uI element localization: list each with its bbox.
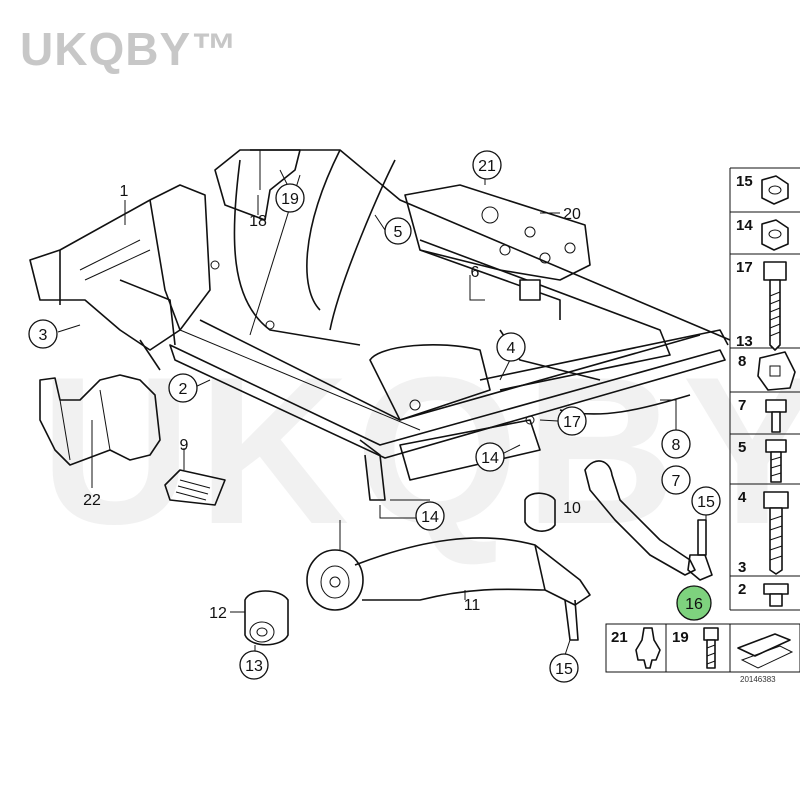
subframe-rails xyxy=(169,149,731,501)
pad-part xyxy=(164,469,226,506)
shield-plate xyxy=(404,184,591,301)
callout-7: 7 xyxy=(672,473,681,490)
callout-circles xyxy=(28,150,721,683)
sidebar-item-14: 14 xyxy=(736,217,753,234)
sidebar-item-15: 15 xyxy=(736,173,753,190)
callout-18: 18 xyxy=(249,213,267,230)
sidebar-item-8: 8 xyxy=(738,353,746,370)
top-bracket xyxy=(214,149,301,221)
callout-4: 4 xyxy=(507,340,516,357)
callout-12: 12 xyxy=(209,605,227,622)
sidebar-item-3: 3 xyxy=(738,559,746,576)
callout-16: 16 xyxy=(685,596,703,613)
callout-22: 22 xyxy=(83,492,101,509)
diagram-code: 20146383 xyxy=(740,675,776,684)
callout-11: 11 xyxy=(464,597,481,614)
callout-19: 19 xyxy=(281,191,299,208)
sidebar-item-13: 13 xyxy=(736,333,753,350)
callout-15b: 15 xyxy=(555,661,573,678)
bottom-box-label-19: 19 xyxy=(672,629,689,646)
callout-highlight-16 xyxy=(677,586,711,620)
upper-link xyxy=(584,460,713,581)
callout-21: 21 xyxy=(478,158,496,175)
bottom-hardware-box xyxy=(605,623,800,673)
bottom-box-label-21: 21 xyxy=(611,629,628,646)
sidebar-item-17: 17 xyxy=(736,259,753,276)
callout-6: 6 xyxy=(471,264,480,281)
callout-9: 9 xyxy=(180,437,189,454)
control-arm xyxy=(306,537,591,641)
sidebar-item-7: 7 xyxy=(738,397,746,414)
callout-15a: 15 xyxy=(697,494,715,511)
callout-14b: 14 xyxy=(421,509,439,526)
callout-13: 13 xyxy=(245,658,263,675)
hardware-sidebar xyxy=(729,167,800,611)
callout-3: 3 xyxy=(39,327,48,344)
callout-1: 1 xyxy=(120,183,129,200)
sidebar-item-5: 5 xyxy=(738,439,746,456)
watermark-logo: UKQBY™ xyxy=(20,23,239,75)
sidebar-item-4: 4 xyxy=(738,489,747,506)
bushing-part xyxy=(524,492,556,532)
callout-20: 20 xyxy=(563,206,581,223)
rubber-bushing xyxy=(244,590,289,646)
callout-5: 5 xyxy=(394,224,403,241)
leader-lines xyxy=(57,165,707,656)
left-bracket-assembly xyxy=(29,184,211,371)
callout-14a: 14 xyxy=(481,450,499,467)
callout-17: 17 xyxy=(563,414,581,431)
sidebar-item-2: 2 xyxy=(738,581,746,598)
splash-guard xyxy=(39,374,161,466)
callout-10: 10 xyxy=(563,500,581,517)
callout-2: 2 xyxy=(179,381,188,398)
callout-8: 8 xyxy=(672,437,681,454)
